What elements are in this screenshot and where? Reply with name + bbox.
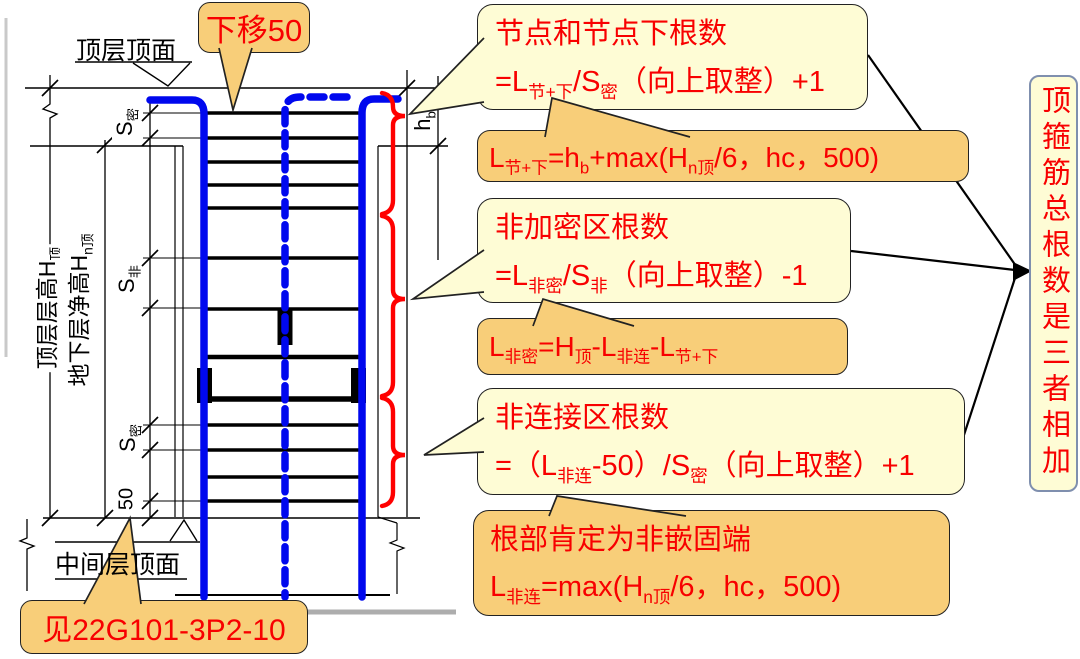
tail-non-connect-count: [424, 418, 484, 455]
brace-node-zone: [379, 90, 406, 217]
zone-braces: [379, 90, 406, 509]
callout-reference-text: 见22G101-3P2-10: [42, 614, 286, 647]
callout-root-note-formula: L非连=max(Hn顶/6，hc，500): [490, 571, 842, 607]
non-dense-length-formula-text: L非密=H顶-L非连-L节+下: [489, 330, 719, 367]
wall-outline: [174, 146, 406, 594]
callout-non-dense-count: 非加密区根数 =L非密/S非（向上取整）-1: [477, 198, 851, 303]
stirrups: [207, 111, 362, 503]
dimension-ticks: [41, 79, 447, 527]
callout-non-dense-length-formula: L非密=H顶-L非连-L节+下: [477, 318, 848, 375]
node-length-formula-text: L节+下=hb+max(Hn顶/6，hc，500): [489, 142, 880, 178]
label-mid-surface: 中间层顶面: [55, 551, 181, 579]
callout-move-down-50: 下移50: [198, 2, 310, 53]
dashed-rebar: [281, 93, 351, 601]
right-rebar: [358, 95, 402, 601]
label-spacing-dense-bottom: S密: [115, 421, 143, 455]
callout-reference: 见22G101-3P2-10: [20, 600, 308, 654]
callout-non-dense-count-title: 非加密区根数: [495, 212, 670, 244]
tail-node-count: [410, 38, 484, 114]
callout-non-dense-count-formula: =L非密/S非（向上取整）-1: [495, 260, 808, 296]
callout-move-down-50-text: 下移50: [205, 13, 303, 48]
callout-non-connect-count-formula: =（L非连-50）/S密（向上取整）+1: [495, 450, 915, 486]
label-spacing-dense-top: S密: [112, 105, 140, 139]
tail-move50: [219, 48, 252, 110]
label-spacing-non-dense: S非: [114, 262, 142, 296]
callout-node-count-title: 节点和节点下根数: [495, 18, 728, 50]
sum-arrows: [850, 54, 1018, 439]
left-rebar: [146, 96, 208, 601]
callout-non-connect-count-title: 非连接区根数: [495, 402, 670, 434]
vertical-rebars: [146, 93, 402, 601]
callout-root-note: 根部肯定为非嵌固端 L非连=max(Hn顶/6，hc，500): [473, 510, 950, 616]
extension-lines: [143, 112, 207, 502]
label-top-surface: 顶层顶面: [76, 37, 177, 65]
brace-non-dense-zone: [379, 213, 406, 399]
splice-marks: [197, 310, 366, 403]
label-net-height: 地下层净高Hn顶: [60, 230, 96, 390]
callout-node-count-formula: =L节+下/S密（向上取整）+1: [495, 66, 825, 102]
brace-non-connect-zone: [379, 395, 406, 509]
label-story-height: 顶层层高H顶: [28, 243, 64, 373]
callout-non-connect-count: 非连接区根数 =（L非连-50）/S密（向上取整）+1: [477, 388, 965, 495]
label-offset-50: 50: [115, 484, 139, 514]
callout-total-note: 顶箍筋总根数是三者相加: [1029, 75, 1078, 492]
tail-non-dense-count: [413, 250, 484, 299]
callout-node-count: 节点和节点下根数 =L节+下/S密（向上取整）+1: [477, 4, 868, 110]
callout-root-note-title: 根部肯定为非嵌固端: [490, 524, 752, 556]
label-beam-height: hb: [410, 108, 438, 134]
callout-node-length-formula: L节+下=hb+max(Hn顶/6，hc，500): [477, 130, 969, 182]
